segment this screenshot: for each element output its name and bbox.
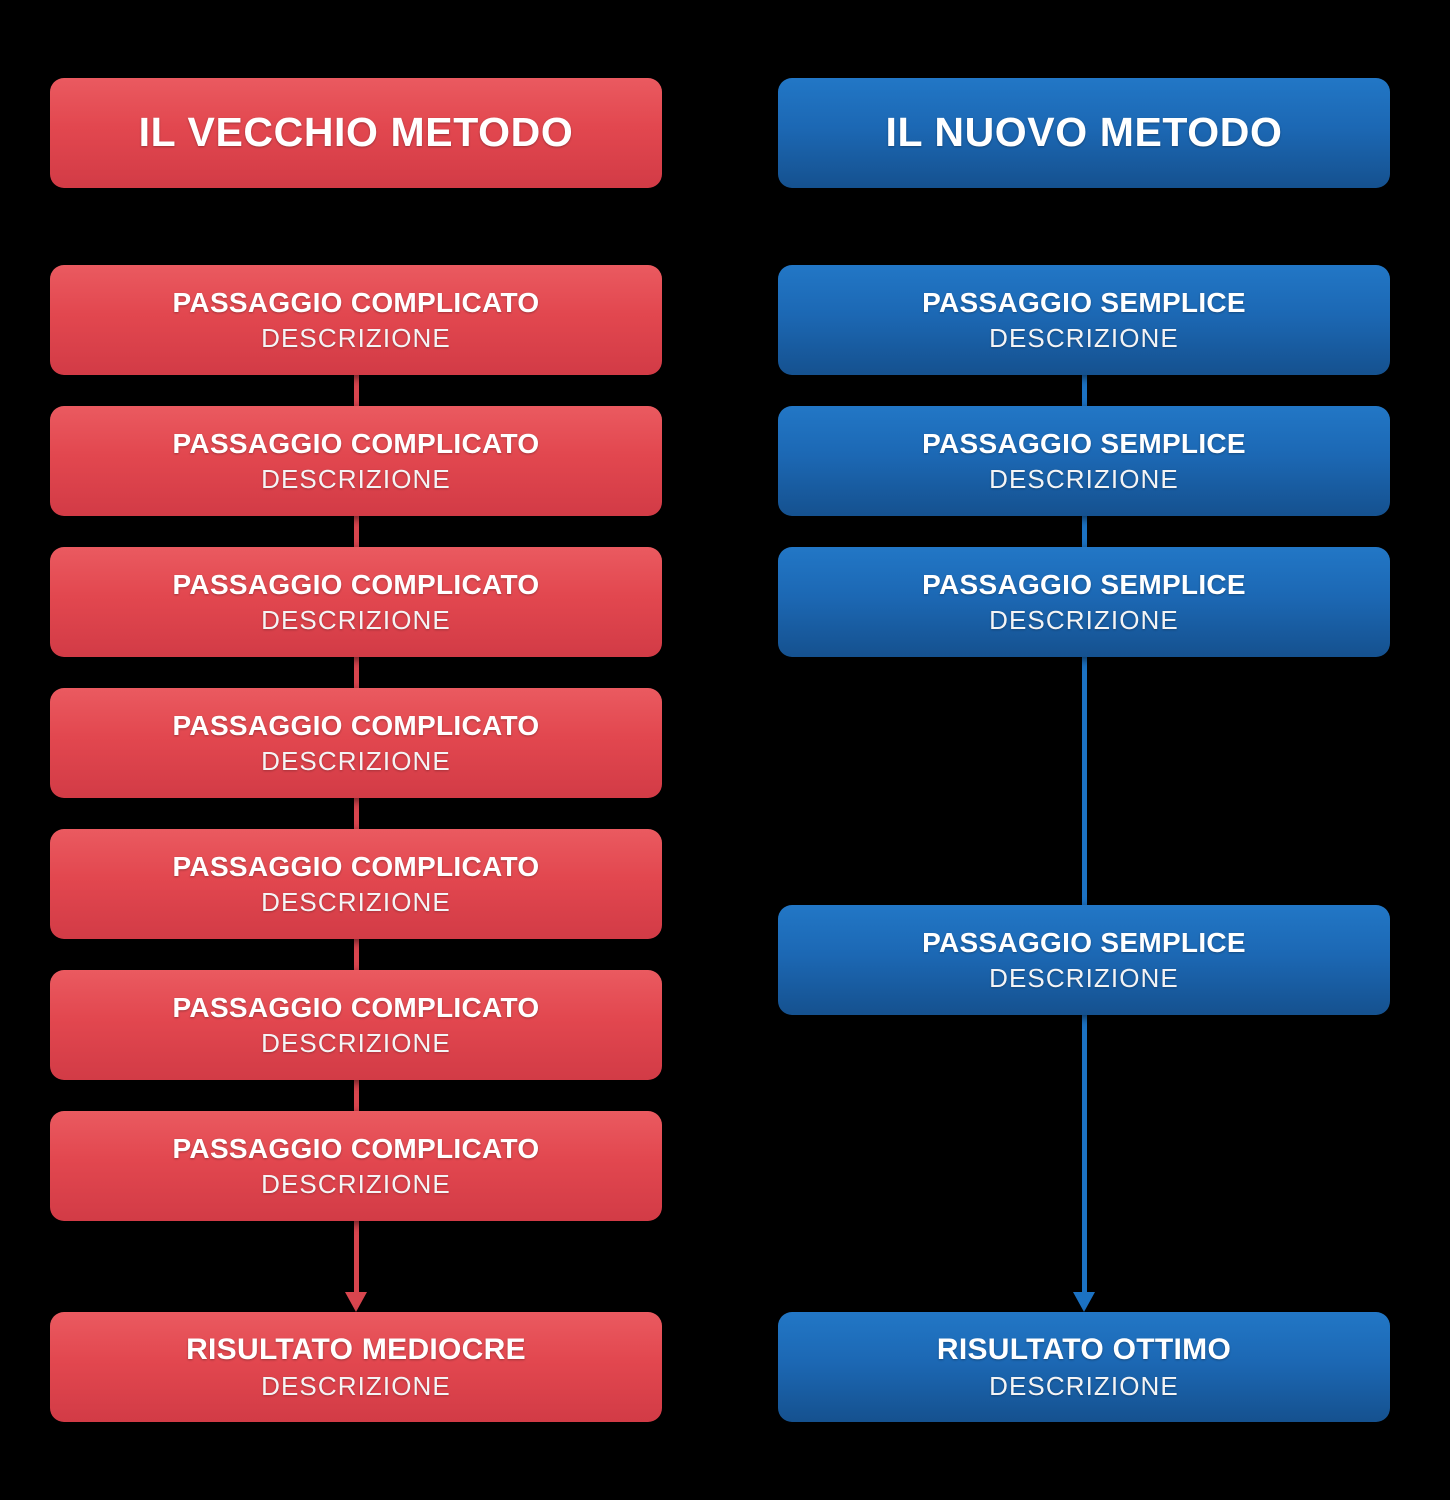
step-old-2-desc: DESCRIZIONE <box>261 463 451 494</box>
step-old-1-desc: DESCRIZIONE <box>261 322 451 353</box>
step-old-7-title: PASSAGGIO COMPLICATO <box>172 1133 540 1165</box>
step-new-3-desc: DESCRIZIONE <box>989 604 1179 635</box>
connector-old-4 <box>353 798 359 829</box>
step-new-2-desc: DESCRIZIONE <box>989 463 1179 494</box>
step-old-3-desc: DESCRIZIONE <box>261 604 451 635</box>
result-old-method[interactable]: RISULTATO MEDIOCRE DESCRIZIONE <box>50 1312 662 1422</box>
arrow-old-to-result <box>345 1221 367 1312</box>
step-new-4-desc: DESCRIZIONE <box>989 962 1179 993</box>
step-old-4-desc: DESCRIZIONE <box>261 745 451 776</box>
result-old-title: RISULTATO MEDIOCRE <box>186 1333 526 1367</box>
header-old-method[interactable]: IL VECCHIO METODO <box>50 78 662 188</box>
arrow-new-to-result <box>1073 1015 1095 1312</box>
step-old-3[interactable]: PASSAGGIO COMPLICATO DESCRIZIONE <box>50 547 662 657</box>
connector-new-1 <box>1081 375 1087 406</box>
connector-old-1 <box>353 375 359 406</box>
step-old-5-desc: DESCRIZIONE <box>261 886 451 917</box>
connector-new-2 <box>1081 516 1087 547</box>
step-new-1[interactable]: PASSAGGIO SEMPLICE DESCRIZIONE <box>778 265 1390 375</box>
step-old-1-title: PASSAGGIO COMPLICATO <box>172 287 540 319</box>
step-new-3-title: PASSAGGIO SEMPLICE <box>922 569 1246 601</box>
step-old-2[interactable]: PASSAGGIO COMPLICATO DESCRIZIONE <box>50 406 662 516</box>
result-new-method[interactable]: RISULTATO OTTIMO DESCRIZIONE <box>778 1312 1390 1422</box>
connector-old-6 <box>353 1080 359 1111</box>
step-old-5[interactable]: PASSAGGIO COMPLICATO DESCRIZIONE <box>50 829 662 939</box>
result-new-desc: DESCRIZIONE <box>989 1370 1179 1401</box>
result-new-title: RISULTATO OTTIMO <box>936 1333 1232 1367</box>
connector-old-3 <box>353 657 359 688</box>
step-old-7-desc: DESCRIZIONE <box>261 1168 451 1199</box>
step-old-6-title: PASSAGGIO COMPLICATO <box>172 992 540 1024</box>
step-new-1-title: PASSAGGIO SEMPLICE <box>922 287 1246 319</box>
step-new-1-desc: DESCRIZIONE <box>989 322 1179 353</box>
step-old-7[interactable]: PASSAGGIO COMPLICATO DESCRIZIONE <box>50 1111 662 1221</box>
step-new-3[interactable]: PASSAGGIO SEMPLICE DESCRIZIONE <box>778 547 1390 657</box>
step-new-2[interactable]: PASSAGGIO SEMPLICE DESCRIZIONE <box>778 406 1390 516</box>
column-new-method: IL NUOVO METODO PASSAGGIO SEMPLICE DESCR… <box>778 0 1390 1500</box>
step-old-5-title: PASSAGGIO COMPLICATO <box>172 851 540 883</box>
header-new-method-label: IL NUOVO METODO <box>885 109 1283 156</box>
step-old-3-title: PASSAGGIO COMPLICATO <box>172 569 540 601</box>
arrow-head-icon <box>345 1292 367 1312</box>
step-new-4-title: PASSAGGIO SEMPLICE <box>922 927 1246 959</box>
step-old-4-title: PASSAGGIO COMPLICATO <box>172 710 540 742</box>
column-old-method: IL VECCHIO METODO PASSAGGIO COMPLICATO D… <box>50 0 662 1500</box>
header-old-method-label: IL VECCHIO METODO <box>138 109 574 156</box>
connector-old-2 <box>353 516 359 547</box>
result-old-desc: DESCRIZIONE <box>261 1370 451 1401</box>
arrow-head-icon <box>1073 1292 1095 1312</box>
header-new-method[interactable]: IL NUOVO METODO <box>778 78 1390 188</box>
step-old-6-desc: DESCRIZIONE <box>261 1027 451 1058</box>
step-old-4[interactable]: PASSAGGIO COMPLICATO DESCRIZIONE <box>50 688 662 798</box>
connector-new-3 <box>1081 657 1087 905</box>
step-old-6[interactable]: PASSAGGIO COMPLICATO DESCRIZIONE <box>50 970 662 1080</box>
step-new-4[interactable]: PASSAGGIO SEMPLICE DESCRIZIONE <box>778 905 1390 1015</box>
connector-old-5 <box>353 939 359 970</box>
step-old-1[interactable]: PASSAGGIO COMPLICATO DESCRIZIONE <box>50 265 662 375</box>
step-old-2-title: PASSAGGIO COMPLICATO <box>172 428 540 460</box>
step-new-2-title: PASSAGGIO SEMPLICE <box>922 428 1246 460</box>
